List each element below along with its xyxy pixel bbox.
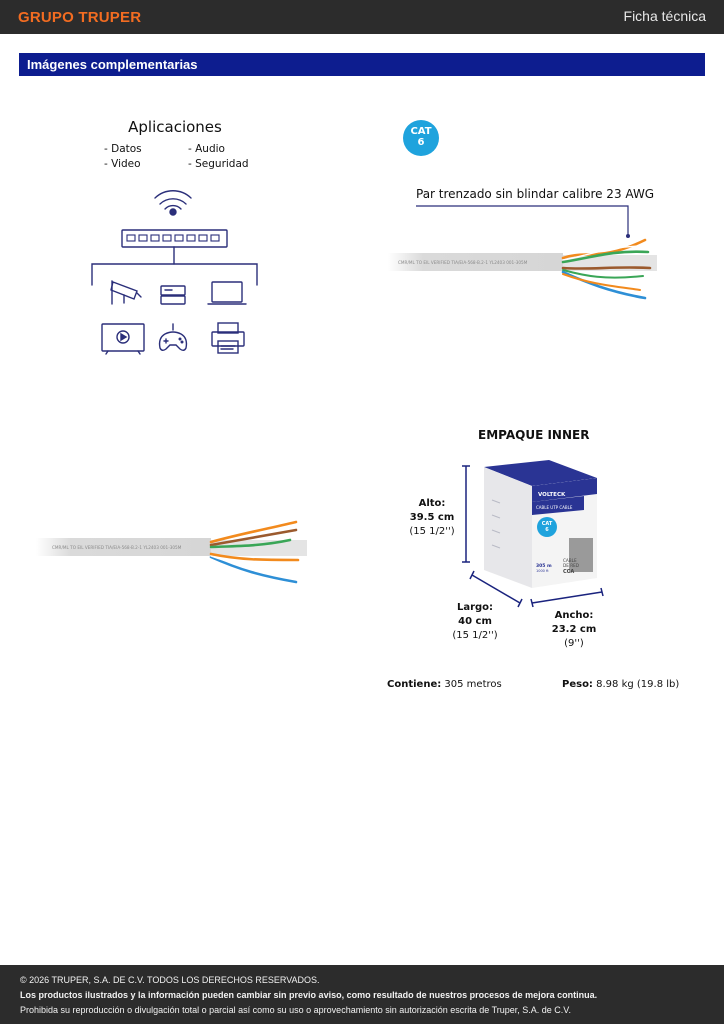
cable-printed-marking: CMR/ML TO EIL VERIFIED TIA/EIA-568-B.2-1… (52, 545, 182, 550)
gamepad-icon (158, 323, 188, 351)
footer-copyright: © 2026 TRUPER, S.A. DE C.V. TODOS LOS DE… (20, 975, 320, 985)
cable-separator (211, 540, 307, 556)
wire-blue (209, 555, 298, 584)
peso-label: Peso: (562, 679, 593, 690)
cat6-badge: CAT 6 (403, 120, 439, 156)
wire-orange (209, 520, 298, 544)
ancho-imperial: (9'') (564, 638, 584, 649)
wire-green (561, 250, 650, 264)
largo-label: Largo: (456, 602, 494, 613)
contiene-label: Contiene: (387, 679, 442, 690)
package-title: EMPAQUE INNER (478, 428, 590, 442)
wire-blue (561, 270, 647, 300)
cat6-badge-line1: CAT (410, 126, 432, 137)
cable-jacket (36, 538, 211, 556)
applications-title: Aplicaciones (128, 118, 222, 136)
box-label-band (532, 496, 584, 515)
section-heading: Imágenes complementarias (19, 53, 705, 76)
section-title: Imágenes complementarias (27, 57, 198, 72)
largo-value: 40 cm (458, 616, 492, 627)
brand-logo: GRUPO TRUPER (18, 9, 142, 26)
dimension-alto: Alto: 39.5 cm (15 1/2'') (408, 497, 456, 539)
footer: © 2026 TRUPER, S.A. DE C.V. TODOS LOS DE… (0, 965, 724, 1024)
connector-line (91, 263, 258, 286)
cable-printed-marking: CMR/ML TO EIL VERIFIED TIA/EIA-568-B.2-1… (398, 260, 528, 265)
dvr-recorder-icon (160, 285, 186, 305)
wire-brown (561, 266, 652, 270)
ancho-label: Ancho: (554, 610, 594, 621)
wire-orange-2 (209, 552, 300, 562)
box-side-text-2: DE RED (563, 563, 579, 568)
box-left-face (484, 467, 532, 588)
alto-label: Alto: (418, 498, 446, 509)
callout-dot (626, 234, 630, 238)
footer-notice: Los productos ilustrados y la informació… (20, 990, 598, 1000)
document-type-label: Ficha técnica (623, 8, 706, 24)
application-item-datos: - Datos (104, 143, 142, 155)
spec-contiene: Contiene: 305 metros (387, 679, 502, 690)
ancho-value: 23.2 cm (551, 624, 597, 635)
box-side-text-3: CCA (563, 569, 574, 575)
box-front-band (532, 478, 597, 502)
peso-value: 8.98 kg (19.8 lb) (596, 679, 680, 690)
security-camera-icon (110, 280, 142, 305)
box-cable-photo (569, 538, 593, 572)
largo-imperial: (15 1/2'') (452, 630, 498, 641)
printer-icon (211, 322, 245, 354)
wire-white-orange (562, 245, 646, 261)
wire-orange-2 (562, 273, 641, 291)
wifi-icon (154, 190, 192, 216)
footer-legal: Prohibida su reproducción o divulgación … (20, 1005, 571, 1015)
box-brand-text: VOLTECK (538, 492, 566, 498)
header-bar: GRUPO TRUPER Ficha técnica (0, 0, 724, 34)
cable-jacket (388, 253, 563, 271)
box-cat6-badge (537, 517, 557, 537)
application-item-seguridad: - Seguridad (188, 158, 249, 170)
box-side-text-1: CABLE (563, 558, 577, 563)
wire-orange (561, 238, 647, 260)
box-cat6-line2: 6 (545, 527, 549, 533)
wire-green-2 (562, 269, 644, 279)
wire-white-blue (210, 555, 291, 575)
callout-line (416, 205, 629, 236)
dimension-largo: Largo: 40 cm (15 1/2'') (449, 601, 501, 643)
wire-green (209, 538, 292, 549)
dimension-line-largo (471, 574, 521, 604)
spec-peso: Peso: 8.98 kg (19.8 lb) (562, 679, 679, 690)
cat6-badge-line2: 6 (417, 137, 425, 148)
dimension-line-ancho (531, 591, 603, 604)
dimension-ancho: Ancho: 23.2 cm (9'') (547, 609, 601, 651)
application-item-audio: - Audio (188, 143, 225, 155)
box-cat6-line1: CAT (542, 521, 553, 527)
cable-spec-label: Par trenzado sin blindar calibre 23 AWG (416, 187, 655, 201)
alto-value: 39.5 cm (409, 512, 455, 523)
box-length-ft-text: 1000 ft (536, 569, 549, 573)
tv-icon (101, 323, 145, 355)
laptop-icon (207, 281, 247, 305)
contiene-value: 305 metros (444, 679, 502, 690)
box-length-text: 305 m (536, 563, 552, 569)
alto-imperial: (15 1/2'') (409, 526, 455, 537)
application-item-video: - Video (104, 158, 141, 170)
box-top-face (484, 460, 597, 486)
box-product-text: CABLE UTP CABLE (536, 505, 573, 510)
wire-brown (209, 528, 298, 547)
